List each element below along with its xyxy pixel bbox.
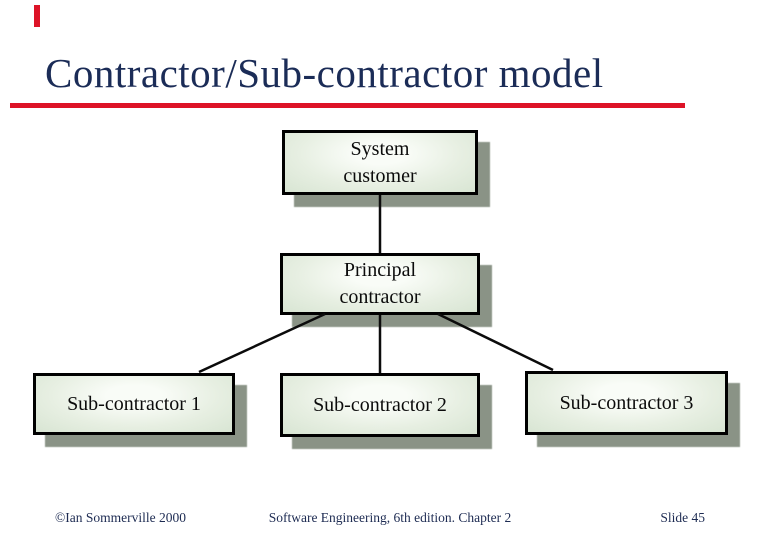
footer-slide-number: Slide 45 <box>660 510 705 525</box>
page-title: Contractor/Sub-contractor model <box>45 50 604 96</box>
footer-book-title: Software Engineering, 6th edition. Chapt… <box>268 510 512 525</box>
node-label-line: customer <box>343 164 417 187</box>
node-sub-contractor-1: Sub-contractor 1 <box>33 373 235 435</box>
title-underline <box>10 103 685 108</box>
node-label: Sub-contractor 1 <box>67 392 201 415</box>
node-sub-contractor-2: Sub-contractor 2 <box>280 373 480 437</box>
node-principal-contractor: Principal contractor <box>280 253 480 315</box>
edge-principal-sub1 <box>198 312 326 374</box>
footer-copyright: ©Ian Sommerville 2000 <box>55 510 186 525</box>
node-system-customer: System customer <box>282 130 478 195</box>
node-label-line: contractor <box>339 286 421 308</box>
red-accent-tick <box>34 5 40 27</box>
edge-principal-sub3 <box>437 312 554 372</box>
node-label: Sub-contractor 2 <box>313 393 447 416</box>
node-sub-contractor-3: Sub-contractor 3 <box>525 371 728 435</box>
node-label-line: System <box>350 137 410 160</box>
node-label-line: Principal <box>343 259 417 281</box>
slide-footer: ©Ian Sommerville 2000 Software Engineeri… <box>0 510 780 534</box>
node-label: Sub-contractor 3 <box>559 391 694 414</box>
